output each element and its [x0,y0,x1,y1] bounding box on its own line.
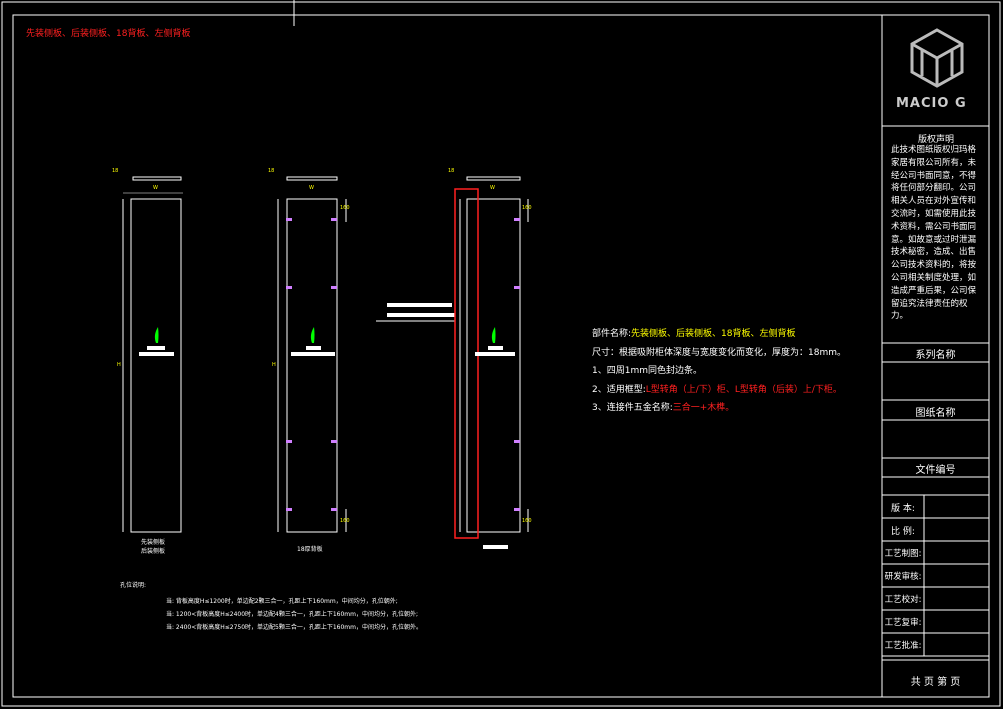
dim-160-bottom-v3: 160 [522,518,532,524]
frame-type-value: L型转角（上/下）柜、L型转角（后装）上/下柜。 [645,384,842,395]
series-name-label: 系列名称 [915,350,956,361]
dim-h-v2: H [272,362,276,368]
frame-type-label: 2、适用框型: [592,384,646,395]
plant-symbol-3 [475,327,515,356]
scale-label: 比 例: [891,527,915,537]
craft-draw-label: 工艺制图: [884,549,922,559]
dim-160-top-v3: 160 [522,205,532,211]
view-back-panel [277,176,347,533]
dim-w-v3: W [490,185,495,191]
macio-logo-icon [910,28,964,88]
version-label: 版 本: [891,504,915,514]
edge-note: 1、四周1mm同色封边条。 [592,366,702,376]
inner-frame [12,14,990,698]
highlight-left-back-panel [454,188,479,539]
part-name-value: 先装侧板、后装侧板、18背板、左侧背板 [631,329,796,339]
dim-18-v1: 18 [112,168,119,174]
part-notes: 部件名称:先装侧板、后装侧板、18背板、左侧背板 尺寸：根据吸附柜体深度与宽度变… [592,325,846,418]
craft-review-label: 工艺复审: [884,618,922,628]
hole-note-2: 当: 1200<背板高度H≤2400时，单边配4颗三合一，孔距上下160mm，中… [166,611,419,618]
drawing-header-title: 先装侧板、后装侧板、18背板、左侧背板 [26,29,191,39]
hole-note-1: 当: 背板高度H≤1200时，单边配2颗三合一，孔距上下160mm，中间均分，孔… [166,598,398,605]
hole-note-3: 当: 2400<背板高度H≤2750时，单边配5颗三合一，孔距上下160mm，中… [166,624,422,631]
hole-notes: 孔位说明: 当: 背板高度H≤1200时，单边配2颗三合一，孔距上下160mm，… [120,579,422,634]
dim-h-v1: H [117,362,121,368]
craft-approve-label: 工艺批准: [884,641,922,651]
caption-later-side: 后装侧板 [141,548,166,555]
dim-18-v2: 18 [268,168,275,174]
hardware-value: 三合一+木榫。 [672,403,735,413]
dim-18-v3: 18 [448,168,455,174]
logo-text: MACIO G [896,96,967,111]
size-note: 尺寸：根据吸附柜体深度与宽度变化而变化，厚度为：18mm。 [592,347,846,358]
caption-back-panel: 18厚背板 [297,546,323,553]
dim-160-top-v2: 160 [340,205,350,211]
hardware-label: 3、连接件五金名称: [592,403,673,413]
assembly-arrow [376,303,455,322]
caption-first-side: 先装侧板 [141,539,166,546]
hole-notes-title: 孔位说明: [120,582,147,589]
title-block [881,15,989,697]
drawing-name-label: 图纸名称 [915,408,956,419]
pages-label: 共 页 第 页 [910,677,961,688]
rd-check-label: 研发审核: [884,572,922,582]
hole-marks-view2 [286,218,337,511]
dim-w-v1: W [153,185,158,191]
plant-symbol-2 [291,327,335,356]
part-marker [483,545,508,549]
craft-check-label: 工艺校对: [884,595,922,605]
part-name-label: 部件名称: [592,329,632,339]
file-number-label: 文件编号 [915,465,956,476]
view-side-panel [122,176,183,533]
copyright-body: 此技术图纸版权归玛格家居有限公司所有，未经公司书面同意，不得将任何部分翻印。公司… [891,145,977,322]
plant-symbol-1 [139,327,174,356]
view-assembly [459,176,529,533]
dim-160-bottom-v2: 160 [340,518,350,524]
copyright-title: 版权声明 [918,135,955,145]
dim-w-v2: W [309,185,314,191]
hole-marks-view3 [514,218,520,511]
